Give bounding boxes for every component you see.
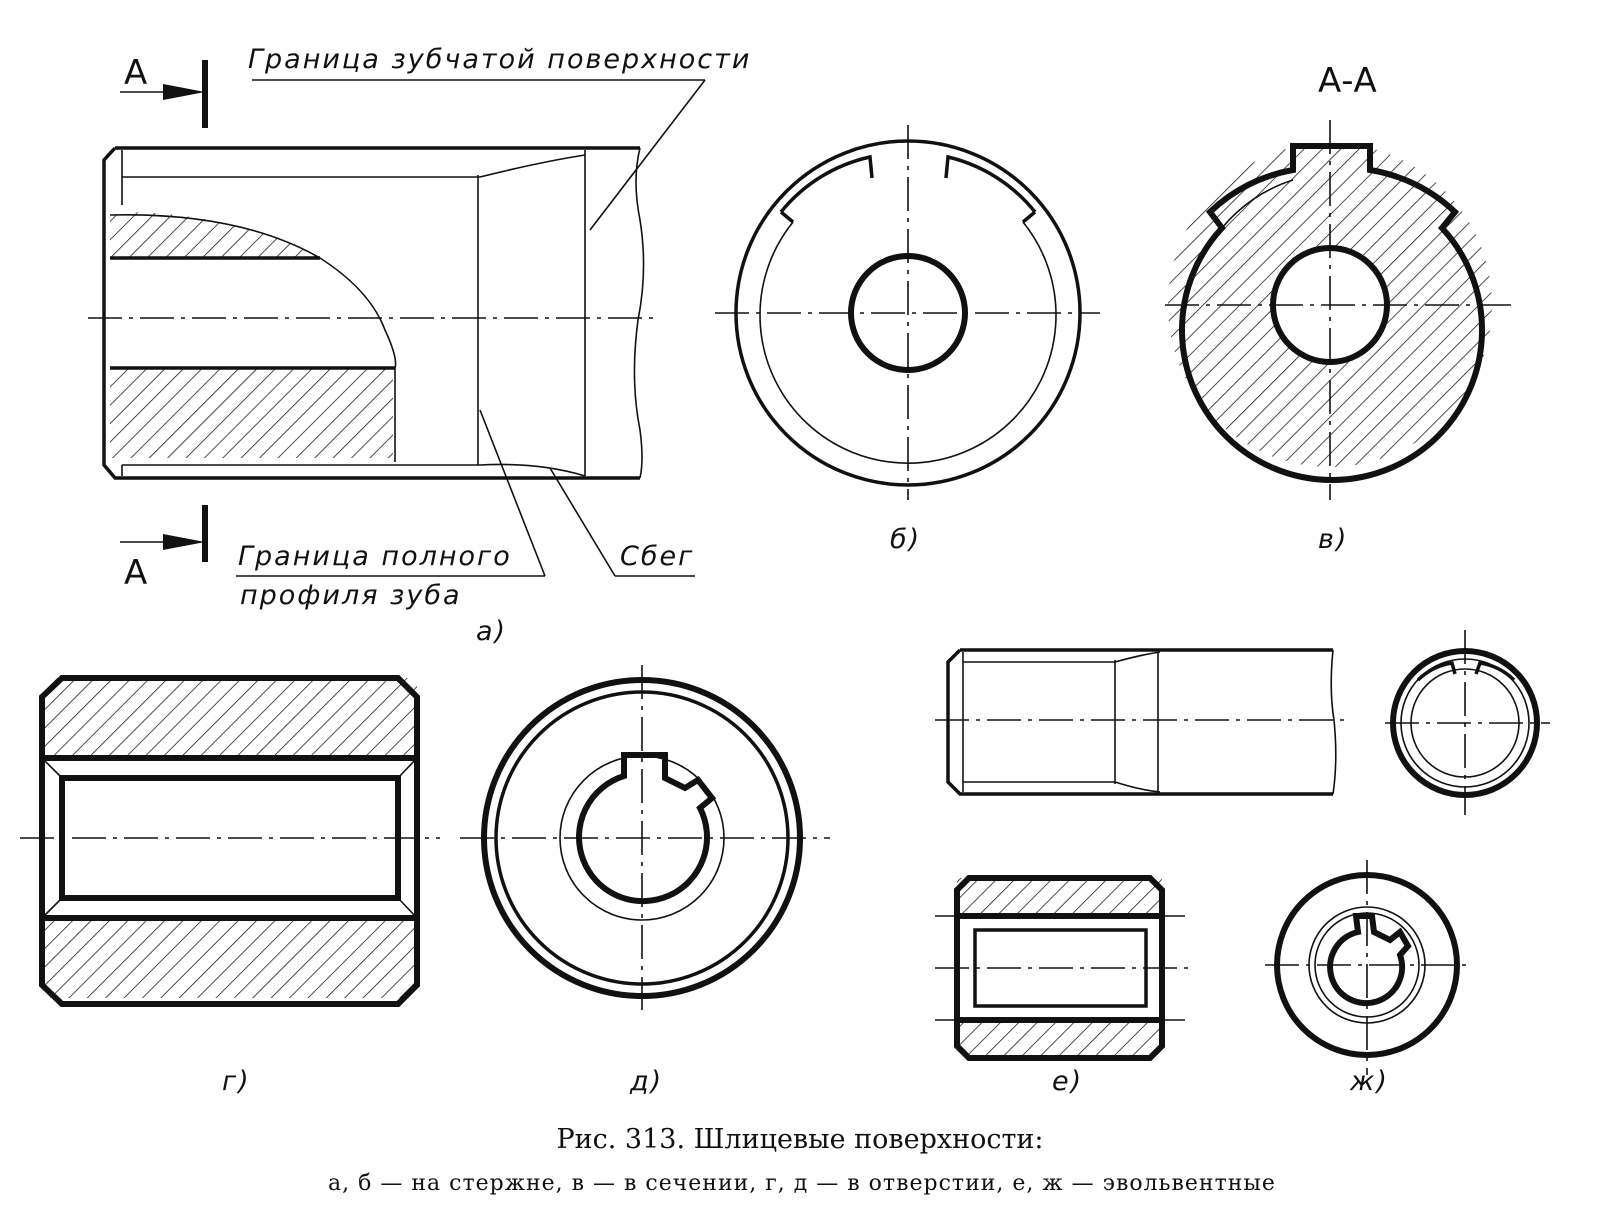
subfigure-label-v: в) [1318, 524, 1348, 555]
leader-tooth-surface [589, 79, 706, 231]
break-line [633, 147, 645, 479]
label-runout: Сбег [620, 541, 694, 572]
runout-curve-upper [479, 154, 586, 178]
spline-edge-right [1021, 210, 1037, 224]
subfigure-label-zh: ж) [1349, 1066, 1389, 1097]
section-outline [1179, 143, 1485, 483]
chamfer-lines [41, 757, 418, 919]
hatch-upper [42, 678, 417, 758]
label-tooth-surface-boundary: Граница зубчатой поверхности [248, 44, 751, 75]
part-outline [954, 875, 1165, 1061]
spline-edge-left [779, 210, 795, 224]
involute-spline-profile [1416, 661, 1516, 682]
figure-b-end-view: б) [715, 125, 1100, 555]
hatch-lower [957, 1020, 1162, 1058]
part-outline [39, 675, 420, 1007]
figure-d-hole-end-view: д) [460, 665, 830, 1097]
leader-full-profile [479, 409, 546, 577]
shaft-outline [102, 146, 640, 480]
figure-e-shaft-view [935, 648, 1350, 796]
figure-zh-hole-end-view: ж) [1265, 860, 1470, 1097]
hatch-lower [42, 918, 417, 998]
subfigure-label-e: е) [1052, 1066, 1083, 1097]
spline-hole-profile [576, 752, 717, 905]
caption-title: Рис. 313. Шлицевые поверхности: [556, 1124, 1043, 1155]
figure-e-hole-section: е) [935, 875, 1190, 1097]
spline-root-outline [973, 928, 1148, 1008]
hatch-upper-breakout [110, 212, 320, 258]
caption-subtitle: а, б — на стержне, в — в сечении, г, д —… [328, 1171, 1276, 1196]
figure-a-shaft-view: A A Граница зубчатой поверхности Граница… [88, 44, 751, 647]
involute-hole-profile [1327, 913, 1412, 1007]
arrow-head-top [163, 84, 205, 100]
label-full-profile-line1: Граница полного [238, 541, 512, 572]
spline-profile [779, 154, 1037, 214]
breakout-boundary [109, 214, 397, 369]
root-circle-arc [1221, 179, 1294, 229]
hatch-upper [957, 878, 1162, 916]
break-line [1330, 649, 1337, 795]
subfigure-label-g: г) [222, 1066, 251, 1097]
runout-curve-lower [479, 463, 586, 477]
subfigure-label-d: д) [629, 1066, 663, 1097]
figure-zh-shaft-end-view [1385, 630, 1550, 815]
subfigure-label-b: б) [890, 524, 921, 555]
hatch-lower-breakout [110, 368, 393, 458]
figure-g-hole-section: г) [20, 675, 440, 1097]
runout-curves [1114, 651, 1161, 793]
section-marker-top: A [124, 53, 147, 93]
section-hatch [1167, 143, 1492, 467]
section-title: А-А [1318, 61, 1377, 101]
arrow-head-bottom [163, 534, 205, 550]
shaft-outline [946, 648, 1333, 796]
section-marker-bottom: A [124, 553, 147, 593]
subfigure-label-a: a) [476, 616, 507, 647]
leader-runout [549, 467, 616, 577]
label-full-profile-line2: профиля зуба [240, 580, 462, 611]
figure-v-section: А-А в) [1165, 61, 1515, 555]
